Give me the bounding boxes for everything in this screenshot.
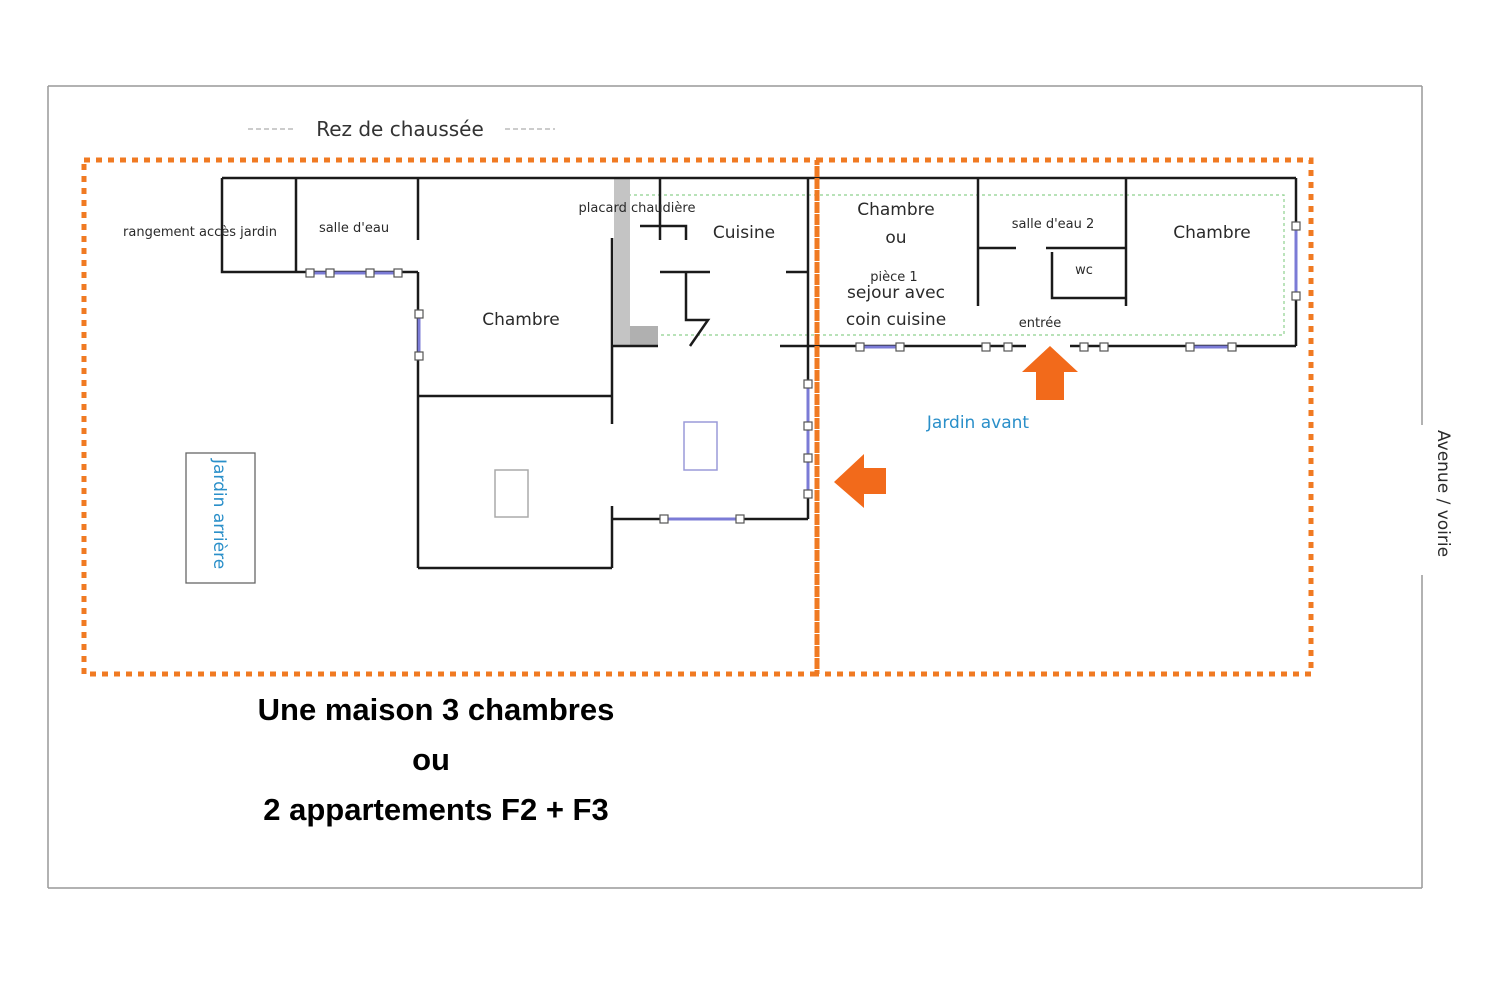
- room-chambre-2: Chambre: [1173, 223, 1251, 243]
- room-placard: placard chaudière: [579, 201, 696, 216]
- caption-line1: Une maison 3 chambres: [258, 692, 615, 727]
- level-title-text: Rez de chaussée: [316, 117, 484, 141]
- entrance-arrow-left-icon: [834, 454, 886, 508]
- room-cuisine: Cuisine: [713, 223, 775, 243]
- room-piece-1: pièce 1: [870, 270, 917, 285]
- jardin-arriere-label: Jardin arrière: [209, 458, 229, 569]
- level-title: Rez de chaussée: [248, 117, 555, 141]
- skylight-left: [494, 469, 529, 518]
- room-chambre-1: Chambre: [482, 310, 560, 330]
- jardin-arriere-box: [185, 452, 256, 584]
- placard-hatch-base: [630, 326, 658, 346]
- room-rangement: rangement accès jardin: [123, 225, 277, 240]
- room-entree: entrée: [1019, 316, 1061, 331]
- room-salle-eau: salle d'eau: [319, 221, 389, 236]
- room-sejour-line1: sejour avec: [847, 283, 945, 303]
- room-sejour-line2: coin cuisine: [846, 310, 946, 330]
- caption-line2: ou: [412, 742, 450, 777]
- windows: [305, 221, 1301, 524]
- room-wc: wc: [1075, 263, 1093, 278]
- green-dotted-zone: [627, 194, 1285, 336]
- zone-left: [81, 157, 820, 677]
- page-frame: [47, 85, 1423, 889]
- room-chambre-ou-line1: Chambre: [857, 200, 935, 220]
- caption-line3: 2 appartements F2 + F3: [263, 792, 608, 827]
- room-chambre-ou-line2: ou: [885, 228, 906, 248]
- entrance-arrow-up-icon: [1022, 346, 1078, 400]
- placard-hatch: [614, 178, 630, 346]
- room-salle-eau-2: salle d'eau 2: [1012, 217, 1095, 232]
- avenue-label: Avenue / voirie: [1433, 430, 1453, 557]
- jardin-avant-label: Jardin avant: [926, 413, 1029, 433]
- skylight-right: [683, 421, 718, 471]
